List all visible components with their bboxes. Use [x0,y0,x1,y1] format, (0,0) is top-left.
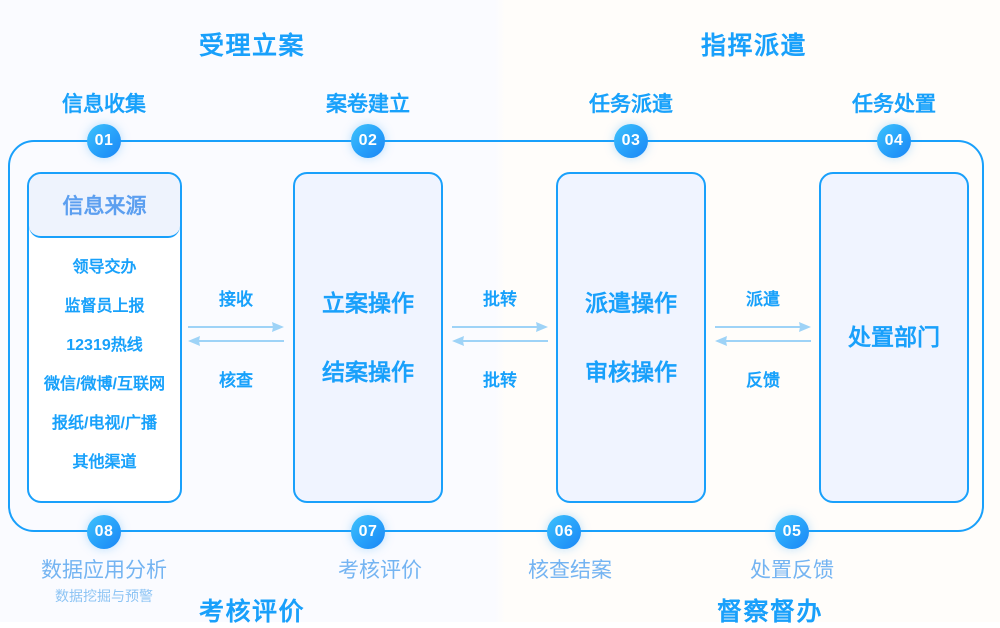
section-title-top-left: 受理立案 [198,32,306,60]
connector-dispatch-feedback: 派遣 反馈 [715,285,811,391]
connector-transfer: 批转 批转 [452,285,548,391]
step-badge-07[interactable]: 07 [351,515,385,549]
step-badge-05[interactable]: 05 [775,515,809,549]
connector-backward-label: 反馈 [746,371,780,390]
task-dispatch-card[interactable]: 派遣操作 审核操作 [556,172,706,503]
card-line: 处置部门 [848,324,940,350]
step-label-03: 任务派遣 [589,93,673,116]
information-source-header: 信息来源 [29,174,180,238]
card-line: 立案操作 [322,289,414,316]
card-line: 审核操作 [585,358,677,385]
step-badge-06[interactable]: 06 [547,515,581,549]
step-badge-04[interactable]: 04 [877,124,911,158]
connector-backward-label: 核查 [219,371,253,390]
step-label-01: 信息收集 [62,93,146,116]
source-item[interactable]: 监督员上报 [64,298,145,315]
step-label-02: 案卷建立 [326,93,410,116]
source-item[interactable]: 其他渠道 [72,454,137,471]
source-item[interactable]: 微信/微博/互联网 [44,376,165,393]
step-badge-02[interactable]: 02 [351,124,385,158]
section-title-bottom-left: 考核评价 [198,598,306,626]
step-label-06: 核查结案 [528,559,612,582]
case-filing-card[interactable]: 立案操作 结案操作 [293,172,443,503]
information-source-card[interactable]: 信息来源 领导交办 监督员上报 12319热线 微信/微博/互联网 报纸/电视/… [27,172,182,503]
step-badge-01[interactable]: 01 [87,124,121,158]
bidirectional-arrow-icon [452,322,548,346]
step-label-05: 处置反馈 [750,559,834,582]
step-badge-03[interactable]: 03 [614,124,648,158]
step-sublabel-08: 数据挖掘与预警 [55,588,153,604]
connector-forward-label: 批转 [483,290,517,309]
connector-receive-verify: 接收 核查 [188,285,284,391]
card-line: 派遣操作 [585,289,677,316]
step-badge-08[interactable]: 08 [87,515,121,549]
source-item[interactable]: 12319热线 [66,337,143,354]
step-label-08: 数据应用分析 [41,559,167,582]
bidirectional-arrow-icon [715,322,811,346]
card-line: 结案操作 [322,358,414,385]
connector-forward-label: 接收 [219,290,253,309]
bidirectional-arrow-icon [188,322,284,346]
connector-forward-label: 派遣 [746,290,780,309]
section-title-bottom-right: 督察督办 [716,598,824,626]
connector-backward-label: 批转 [483,371,517,390]
source-item[interactable]: 报纸/电视/广播 [52,415,157,432]
section-title-top-right: 指挥派遣 [700,32,808,60]
step-label-07: 考核评价 [338,559,422,582]
step-label-04: 任务处置 [852,93,936,116]
source-item[interactable]: 领导交办 [72,259,137,276]
information-source-list: 领导交办 监督员上报 12319热线 微信/微博/互联网 报纸/电视/广播 其他… [29,238,180,471]
process-frame [8,140,984,532]
handling-department-card[interactable]: 处置部门 [819,172,969,503]
